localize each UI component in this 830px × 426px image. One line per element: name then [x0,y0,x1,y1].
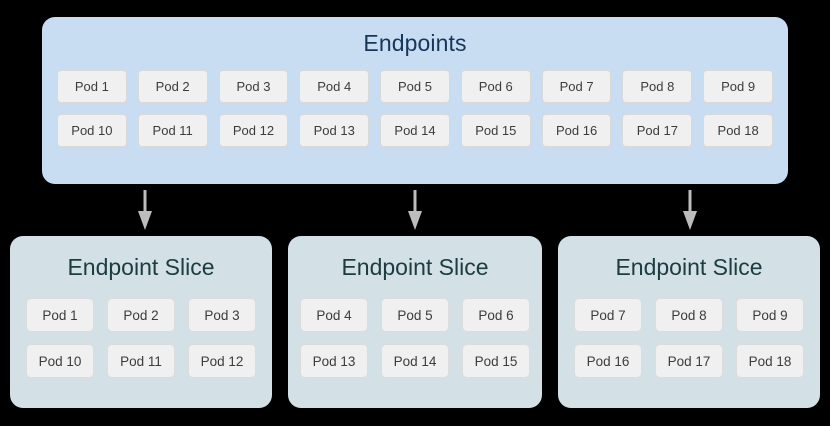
pod-chip: Pod 9 [736,298,804,332]
endpoint-slice-pod-row-1: Pod 4 Pod 5 Pod 6 [288,298,542,332]
pod-chip: Pod 15 [460,114,531,147]
pod-chip: Pod 17 [622,114,693,147]
pod-chip: Pod 6 [460,70,531,103]
pod-chip: Pod 11 [107,344,175,378]
arrow-down-icon-3 [683,190,697,230]
pod-chip: Pod 3 [188,298,256,332]
endpoints-title: Endpoints [363,30,467,56]
arrow-down-icon-2 [408,190,422,230]
endpoint-slice-pod-row-2: Pod 10 Pod 11 Pod 12 [10,344,272,378]
pod-chip: Pod 10 [26,344,94,378]
pod-chip: Pod 18 [736,344,804,378]
pod-chip: Pod 16 [574,344,642,378]
endpoint-slice-pod-grid: Pod 4 Pod 5 Pod 6 Pod 13 Pod 14 Pod 15 [288,298,542,390]
pod-chip: Pod 14 [381,344,449,378]
pod-chip: Pod 9 [703,70,774,103]
pod-chip: Pod 12 [218,114,289,147]
endpoint-slice-panel-1: Endpoint Slice Pod 1 Pod 2 Pod 3 Pod 10 … [10,236,272,408]
endpoint-slice-pod-row-2: Pod 16 Pod 17 Pod 18 [558,344,820,378]
pod-chip: Pod 7 [574,298,642,332]
endpoint-slice-panel-2: Endpoint Slice Pod 4 Pod 5 Pod 6 Pod 13 … [288,236,542,408]
pod-chip: Pod 1 [26,298,94,332]
pod-chip: Pod 14 [380,114,450,147]
pod-chip: Pod 6 [462,298,530,332]
pod-chip: Pod 4 [300,298,368,332]
pod-chip: Pod 12 [188,344,256,378]
arrow-down-icon-1 [138,190,152,230]
endpoints-pod-row-2: Pod 10 Pod 11 Pod 12 Pod 13 Pod 14 Pod 1… [57,114,774,147]
endpoint-slice-pod-grid: Pod 1 Pod 2 Pod 3 Pod 10 Pod 11 Pod 12 [10,298,272,390]
pod-chip: Pod 11 [137,114,208,147]
pod-chip: Pod 2 [137,70,208,103]
endpoint-slice-title: Endpoint Slice [67,254,215,280]
endpoint-slice-pod-row-1: Pod 1 Pod 2 Pod 3 [10,298,272,332]
pod-chip: Pod 2 [107,298,175,332]
endpoint-slice-title: Endpoint Slice [341,254,489,280]
endpoint-slice-title: Endpoint Slice [615,254,763,280]
endpoint-slice-pod-row-2: Pod 13 Pod 14 Pod 15 [288,344,542,378]
endpoints-pod-grid: Pod 1 Pod 2 Pod 3 Pod 4 Pod 5 Pod 6 Pod … [57,70,774,158]
pod-chip: Pod 8 [655,298,723,332]
endpoint-slice-pod-row-1: Pod 7 Pod 8 Pod 9 [558,298,820,332]
endpoints-pod-row-1: Pod 1 Pod 2 Pod 3 Pod 4 Pod 5 Pod 6 Pod … [57,70,774,103]
pod-chip: Pod 13 [300,344,368,378]
pod-chip: Pod 18 [703,114,774,147]
pod-chip: Pod 10 [57,114,127,147]
pod-chip: Pod 8 [622,70,693,103]
pod-chip: Pod 17 [655,344,723,378]
endpoint-slice-panel-3: Endpoint Slice Pod 7 Pod 8 Pod 9 Pod 16 … [558,236,820,408]
endpoints-panel: Endpoints Pod 1 Pod 2 Pod 3 Pod 4 Pod 5 … [42,17,788,184]
pod-chip: Pod 5 [380,70,450,103]
pod-chip: Pod 16 [541,114,612,147]
pod-chip: Pod 13 [299,114,370,147]
pod-chip: Pod 3 [218,70,289,103]
pod-chip: Pod 5 [381,298,449,332]
pod-chip: Pod 7 [541,70,612,103]
endpoint-slice-pod-grid: Pod 7 Pod 8 Pod 9 Pod 16 Pod 17 Pod 18 [558,298,820,390]
pod-chip: Pod 4 [299,70,370,103]
pod-chip: Pod 15 [462,344,530,378]
pod-chip: Pod 1 [57,70,127,103]
